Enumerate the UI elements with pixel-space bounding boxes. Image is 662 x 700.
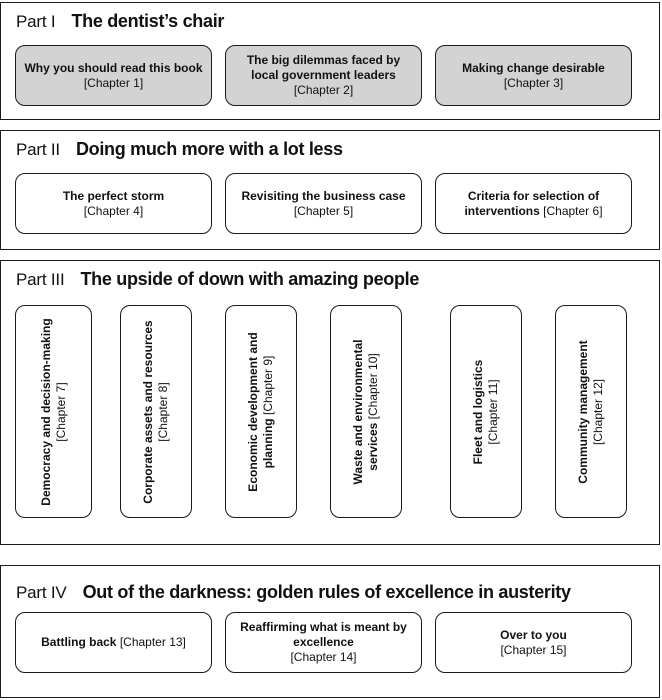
chapter-5-title: Revisiting the business case [241, 188, 406, 203]
part-3-panel: Part III The upside of down with amazing… [0, 260, 660, 545]
chapter-14-title: Reaffirming what is meant by excellence [240, 620, 407, 649]
chapter-11-number: [Chapter 11] [486, 378, 500, 445]
chapter-5-box: Revisiting the business case [Chapter 5] [225, 173, 422, 234]
part-3-title: The upside of down with amazing people [80, 269, 420, 289]
chapter-8-title: Corporate assets and resources [141, 319, 155, 504]
part-2-label: Part II [16, 140, 60, 159]
chapter-6-title: Criteria for selection of interventions [464, 188, 600, 218]
chapter-8-box: Corporate assets and resources [Chapter … [120, 305, 192, 518]
chapter-2-box: The big dilemmas faced by local governme… [225, 45, 422, 106]
chapter-4-number: [Chapter 4] [83, 203, 144, 218]
chapter-4-title: The perfect storm [62, 188, 165, 203]
chapter-10-number: [Chapter 10] [366, 352, 380, 419]
chapter-2-number: [Chapter 2] [293, 83, 354, 97]
chapter-12-text: Community management [Chapter 12] [576, 314, 606, 510]
chapter-10-text: Waste and environmental services [Chapte… [351, 314, 381, 510]
chapter-9-box: Economic development and planning [Chapt… [225, 305, 297, 518]
chapter-14-number: [Chapter 14] [290, 650, 357, 664]
chapter-3-number: [Chapter 3] [503, 75, 564, 90]
chapter-15-number: [Chapter 15] [500, 642, 567, 657]
chapter-7-box: Democracy and decision-making [Chapter 7… [15, 305, 92, 518]
chapter-10-box: Waste and environmental services [Chapte… [330, 305, 402, 518]
part-4-title: Out of the darkness: golden rules of exc… [82, 582, 571, 602]
part-1-panel: Part I The dentist’s chair Why you shoul… [0, 2, 660, 120]
chapter-11-title: Fleet and logistics [471, 359, 485, 464]
chapter-13-title: Battling back [41, 635, 117, 649]
chapter-15-box: Over to you [Chapter 15] [435, 612, 632, 673]
chapter-14-box: Reaffirming what is meant by excellence … [225, 612, 422, 673]
chapter-2-title: The big dilemmas faced by local governme… [246, 53, 401, 82]
chapter-12-box: Community management [Chapter 12] [555, 305, 627, 518]
part-1-title: The dentist’s chair [71, 11, 225, 31]
chapter-12-number: [Chapter 12] [591, 378, 605, 445]
chapter-13-box: Battling back [Chapter 13] [15, 612, 212, 673]
chapter-8-text: Corporate assets and resources [Chapter … [141, 314, 171, 510]
part-2-heading: Part II Doing much more with a lot less [16, 139, 343, 160]
chapter-7-title: Democracy and decision-making [38, 317, 53, 506]
part-3-label: Part III [16, 270, 65, 289]
chapter-13-number: [Chapter 13] [119, 635, 186, 649]
part-2-panel: Part II Doing much more with a lot less … [0, 130, 660, 250]
chapter-1-box: Why you should read this book [Chapter 1… [15, 45, 212, 106]
part-3-heading: Part III The upside of down with amazing… [16, 269, 419, 290]
chapter-9-number: [Chapter 9] [261, 355, 275, 415]
chapter-6-box: Criteria for selection of interventions … [435, 173, 632, 234]
part-4-panel: Part IV Out of the darkness: golden rule… [0, 565, 660, 698]
part-2-title: Doing much more with a lot less [75, 139, 343, 159]
chapter-9-text: Economic development and planning [Chapt… [246, 314, 276, 510]
chapter-5-number: [Chapter 5] [293, 203, 354, 218]
chapter-3-title: Making change desirable [462, 60, 605, 75]
chapter-1-number: [Chapter 1] [83, 75, 144, 90]
part-4-label: Part IV [16, 583, 67, 602]
chapter-11-text: Fleet and logistics [Chapter 11] [471, 314, 501, 510]
chapter-7-text: Democracy and decision-making [Chapter 7… [39, 314, 69, 510]
chapter-7-number: [Chapter 7] [53, 381, 68, 442]
chapter-8-number: [Chapter 8] [156, 381, 170, 442]
chapter-1-title: Why you should read this book [24, 60, 203, 75]
chapter-6-number: [Chapter 6] [543, 203, 603, 218]
chapter-4-box: The perfect storm [Chapter 4] [15, 173, 212, 234]
chapter-11-box: Fleet and logistics [Chapter 11] [450, 305, 522, 518]
chapter-12-title: Community management [576, 339, 590, 484]
part-1-label: Part I [16, 12, 56, 31]
part-4-heading: Part IV Out of the darkness: golden rule… [16, 582, 571, 603]
chapter-15-title: Over to you [500, 627, 567, 642]
part-1-heading: Part I The dentist’s chair [16, 11, 224, 32]
chapter-3-box: Making change desirable [Chapter 3] [435, 45, 632, 106]
